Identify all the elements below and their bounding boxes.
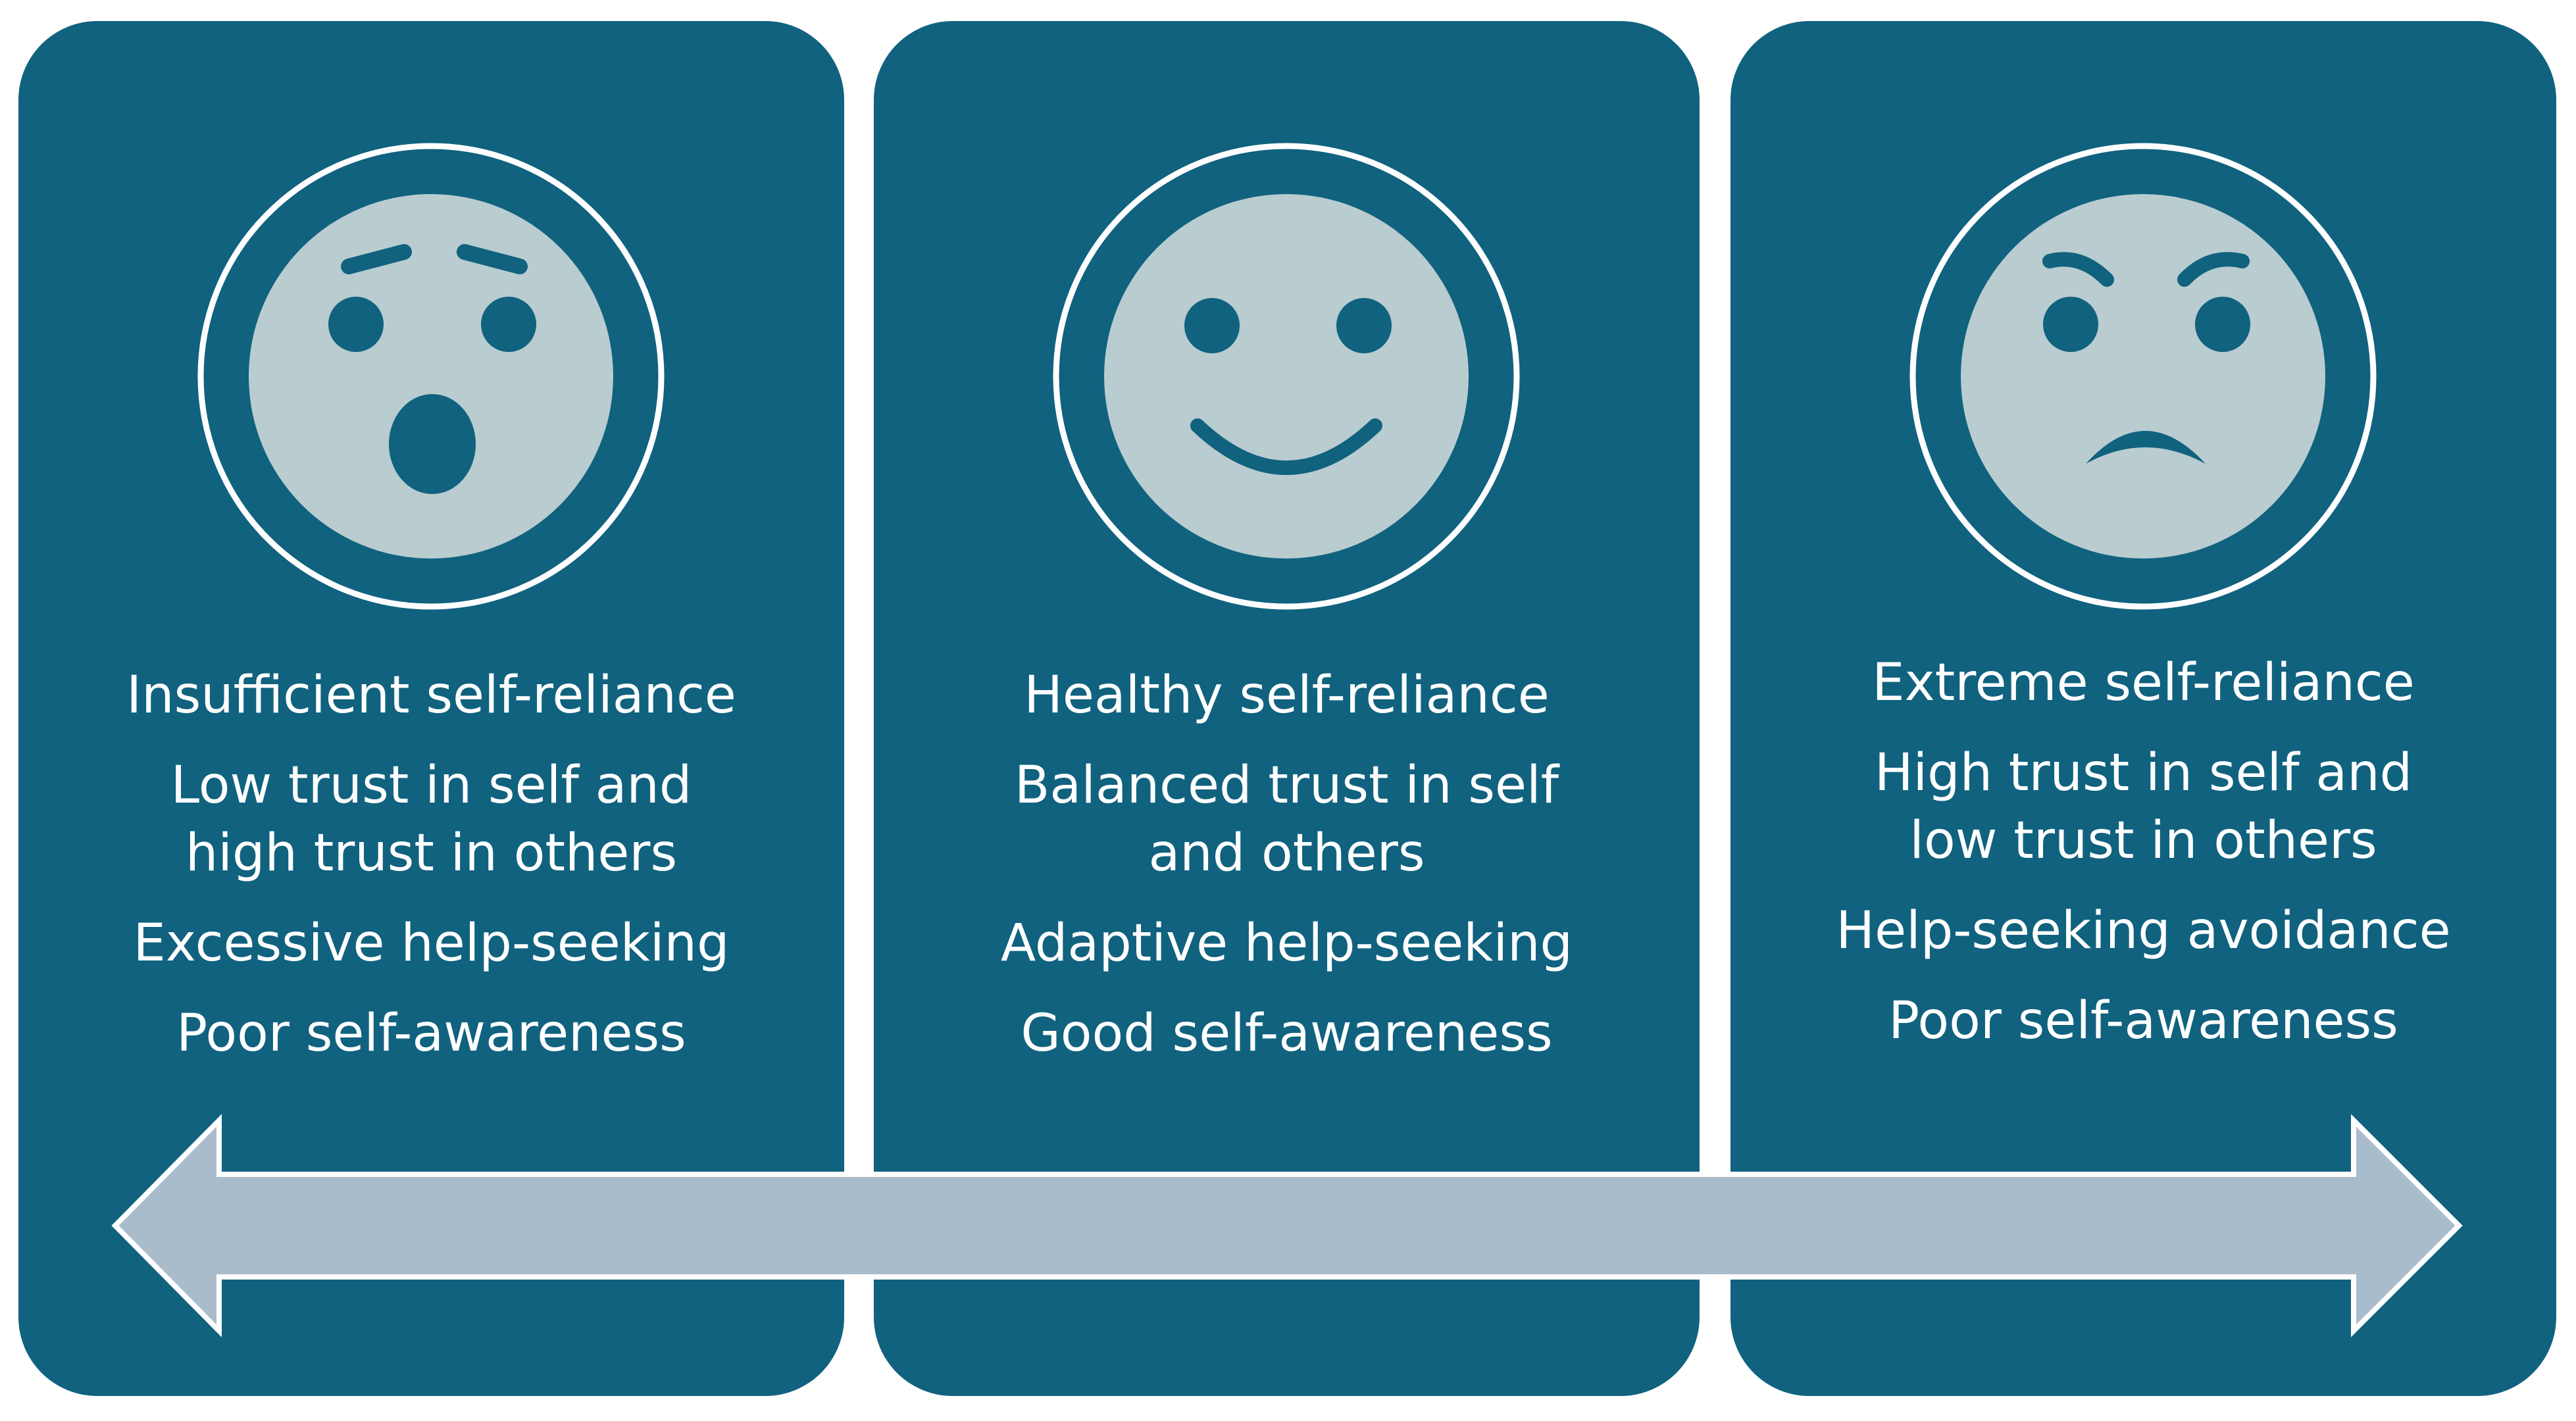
trust-description: High trust in self and low trust in othe… [1874, 743, 2413, 870]
self-awareness-description: Good self-awareness [1021, 1004, 1553, 1063]
panel-extreme-self-reliance: Extreme self-reliance High trust in self… [1730, 21, 2556, 1396]
help-seeking-description: Help-seeking avoidance [1836, 901, 2451, 960]
help-seeking-description: Adaptive help-seeking [1000, 914, 1573, 973]
panel-healthy-self-reliance: Healthy self-reliance Balanced trust in … [874, 21, 1700, 1396]
self-reliance-level: Healthy self-reliance [1024, 666, 1550, 725]
self-awareness-description: Poor self-awareness [1888, 991, 2398, 1051]
panel-text: Extreme self-reliance High trust in self… [1730, 649, 2556, 1078]
panel-insufficient-self-reliance: Insufficient self-reliance Low trust in … [18, 21, 844, 1396]
smiling-face-icon [1051, 141, 1522, 612]
panel-text: Healthy self-reliance Balanced trust in … [874, 662, 1700, 1090]
help-seeking-description: Excessive help-seeking [133, 914, 730, 973]
surprised-face-icon [196, 141, 667, 612]
self-reliance-level: Extreme self-reliance [1872, 653, 2415, 712]
self-reliance-level: Insufficient self-reliance [126, 666, 736, 725]
self-awareness-description: Poor self-awareness [176, 1004, 686, 1063]
panel-text: Insufficient self-reliance Low trust in … [18, 662, 844, 1090]
frowning-face-icon [1908, 141, 2379, 612]
trust-description: Low trust in self and high trust in othe… [170, 756, 692, 883]
trust-description: Balanced trust in self and others [1014, 756, 1559, 883]
